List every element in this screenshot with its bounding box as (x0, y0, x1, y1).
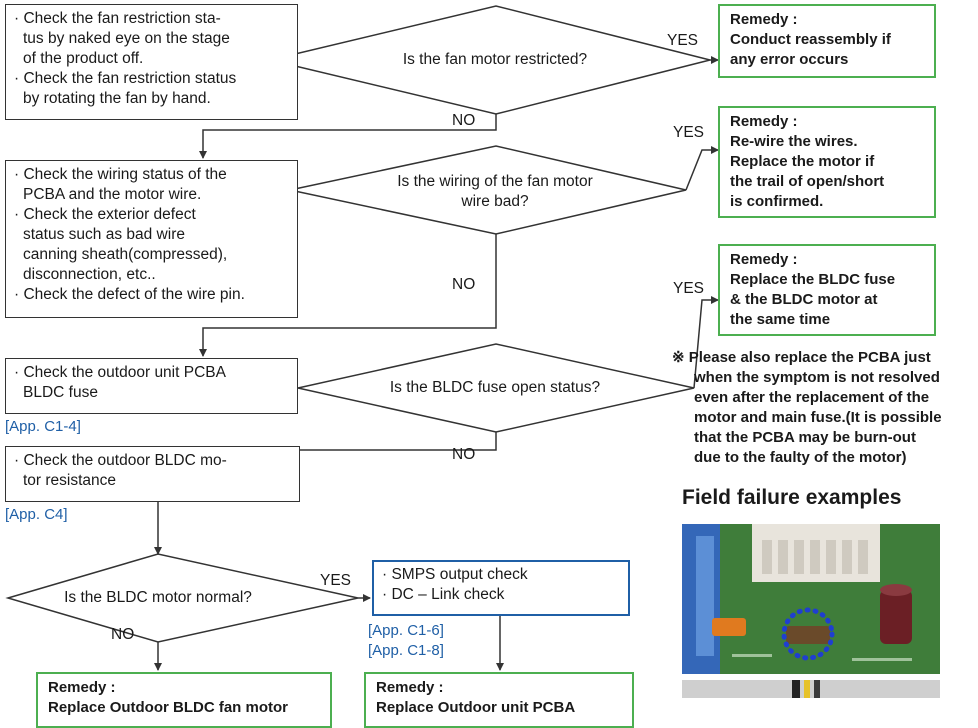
yes-label-1: YES (667, 32, 699, 49)
field-failure-photo (682, 524, 940, 698)
check-box-pcba-fuse: · Check the outdoor unit PCBA BLDC fuse (5, 358, 298, 414)
no-label-3: NO (452, 446, 476, 463)
remedy-box-replace-fuse-motor: Remedy : Replace the BLDC fuse & the BLD… (718, 244, 936, 336)
check-box-wiring: · Check the wiring status of the PCBA an… (5, 160, 298, 318)
pcba-replacement-note: ※ Please also replace the PCBA just when… (672, 349, 942, 466)
check-box-fan-restriction: · Check the fan restriction sta- tus by … (5, 4, 298, 120)
remedy-box-replace-pcba: Remedy : Replace Outdoor unit PCBA (364, 672, 634, 728)
no-label-1: NO (452, 112, 476, 129)
remedy-box-reassembly: Remedy : Conduct reassembly if any error… (718, 4, 936, 78)
decision-text-2b: wire bad? (461, 193, 529, 210)
failure-highlight-circle (781, 607, 835, 661)
no-label-4: NO (111, 626, 135, 643)
decision-text-1: Is the fan motor restricted? (402, 51, 588, 68)
no-label-2: NO (452, 276, 476, 293)
ref-app-c1-8: [App. C1-8] (368, 642, 444, 659)
yes-label-2: YES (673, 124, 705, 141)
remedy-box-replace-fan-motor: Remedy : Replace Outdoor BLDC fan motor (36, 672, 332, 728)
check-box-smps: · SMPS output check · DC – Link check (372, 560, 630, 616)
ref-app-c1-6: [App. C1-6] (368, 622, 444, 639)
decision-text-2a: Is the wiring of the fan motor (397, 173, 593, 190)
decision-text-3: Is the BLDC fuse open status? (389, 379, 601, 396)
ref-app-c4: [App. C4] (5, 506, 68, 523)
decision-text-4: Is the BLDC motor normal? (64, 589, 252, 606)
field-failure-heading: Field failure examples (682, 486, 902, 509)
flow-lines (5, 5, 719, 671)
yes-label-4: YES (320, 572, 352, 589)
ref-app-c1-4: [App. C1-4] (5, 418, 81, 435)
check-box-motor-resistance: · Check the outdoor BLDC mo- tor resista… (5, 446, 300, 502)
yes-label-3: YES (673, 280, 705, 297)
remedy-box-rewire: Remedy : Re-wire the wires. Replace the … (718, 106, 936, 218)
